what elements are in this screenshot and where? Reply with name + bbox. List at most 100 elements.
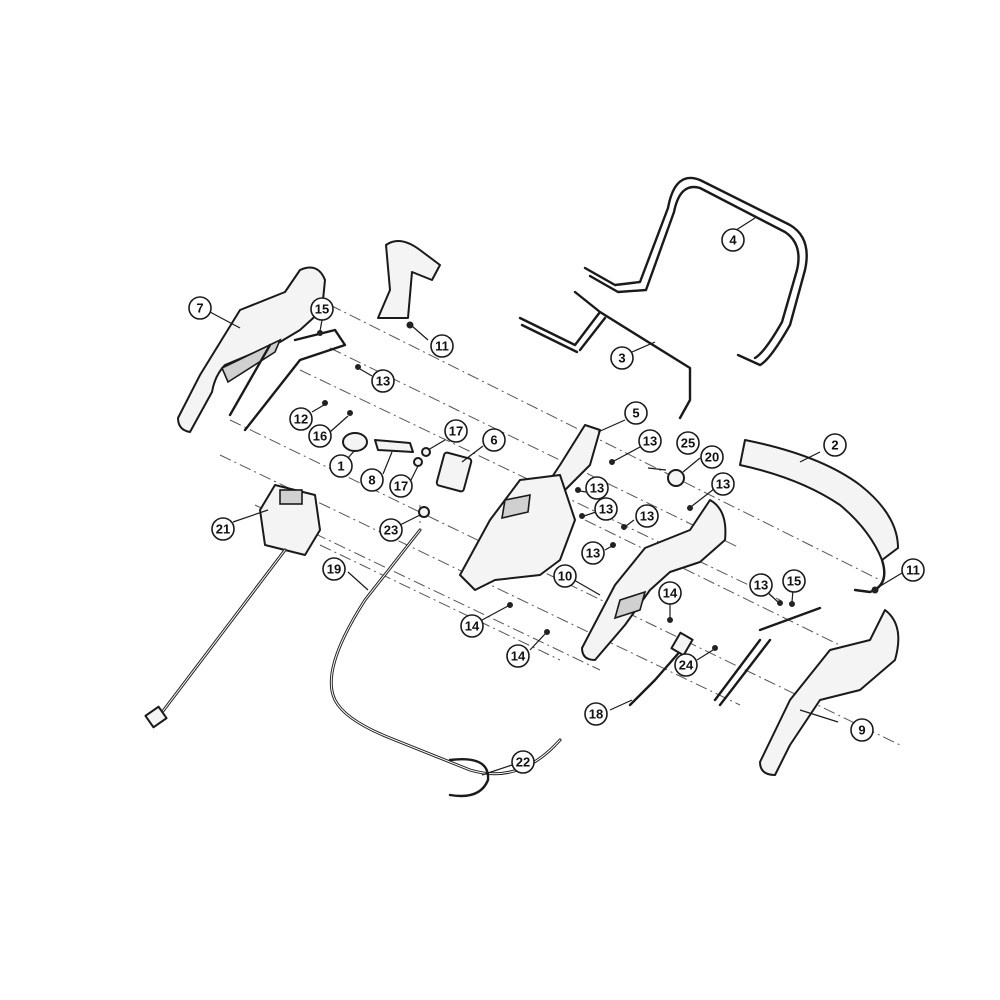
svg-text:13: 13: [590, 481, 604, 496]
callout: 9: [850, 718, 874, 742]
callout: 12: [289, 407, 313, 431]
svg-text:2: 2: [831, 438, 838, 453]
svg-text:22: 22: [516, 755, 530, 770]
callout: 24: [674, 653, 698, 677]
svg-text:18: 18: [589, 707, 603, 722]
callout: 17: [444, 419, 468, 443]
svg-text:5: 5: [632, 406, 639, 421]
callout: 15: [782, 569, 806, 593]
left-handle-cover: [177, 266, 326, 433]
svg-text:25: 25: [681, 436, 695, 451]
grip-end: [853, 558, 886, 594]
callout: 13: [638, 429, 662, 453]
callout: 18: [584, 702, 608, 726]
callout: 11: [901, 558, 925, 582]
svg-text:24: 24: [679, 658, 694, 673]
svg-text:12: 12: [294, 412, 308, 427]
svg-text:10: 10: [558, 569, 572, 584]
upper-handle-bar: [583, 176, 808, 367]
knob: [342, 432, 368, 452]
svg-text:14: 14: [663, 586, 678, 601]
left-bracket: [377, 240, 441, 319]
callout: 13: [581, 541, 605, 565]
washer-17b: [413, 457, 423, 467]
svg-text:7: 7: [196, 301, 203, 316]
callout: 13: [585, 476, 609, 500]
callout: 14: [506, 644, 530, 668]
callout: 20: [700, 445, 724, 469]
wire-harness-plug: [670, 631, 694, 657]
callout: 15: [310, 297, 334, 321]
svg-text:11: 11: [435, 339, 449, 354]
center-housing: [459, 474, 576, 591]
right-handle-cover: [581, 499, 727, 661]
svg-text:9: 9: [858, 723, 865, 738]
svg-text:17: 17: [449, 424, 463, 439]
callout: 3: [610, 346, 634, 370]
svg-text:23: 23: [384, 523, 398, 538]
control-bar-inner: [520, 316, 607, 354]
callout: 19: [322, 557, 346, 581]
svg-text:13: 13: [586, 546, 600, 561]
svg-text:17: 17: [394, 479, 408, 494]
screw-25: [647, 467, 667, 471]
shaft: [374, 439, 414, 453]
callout: 13: [594, 497, 618, 521]
callout: 23: [379, 518, 403, 542]
callout: 25: [676, 431, 700, 455]
callout: 2: [823, 433, 847, 457]
callout: 17: [389, 474, 413, 498]
svg-text:1: 1: [337, 459, 344, 474]
leader-lines: [209, 217, 903, 776]
control-bar: [518, 290, 692, 420]
right-lower-strut: [713, 606, 822, 707]
callout: 8: [360, 468, 384, 492]
switch-block: [435, 451, 473, 493]
callout: 16: [308, 424, 332, 448]
right-cover-label: [613, 590, 647, 620]
callout: 6: [482, 428, 506, 452]
svg-text:19: 19: [327, 562, 341, 577]
callout: 21: [211, 517, 235, 541]
control-unit: [259, 484, 321, 556]
callout: 5: [624, 401, 648, 425]
cable-clip: [448, 758, 490, 798]
callout: 4: [721, 228, 745, 252]
callout: 14: [658, 581, 682, 605]
callout: 13: [711, 472, 735, 496]
foam-grip: [739, 439, 899, 561]
svg-text:13: 13: [640, 509, 654, 524]
callout: 1: [329, 454, 353, 478]
svg-text:21: 21: [216, 522, 230, 537]
svg-text:6: 6: [490, 433, 497, 448]
svg-text:13: 13: [716, 477, 730, 492]
svg-text:14: 14: [465, 619, 480, 634]
svg-text:15: 15: [787, 574, 801, 589]
svg-text:3: 3: [618, 351, 625, 366]
spacer: [418, 506, 430, 518]
cable-connector: [144, 705, 168, 729]
svg-text:20: 20: [705, 450, 719, 465]
svg-text:11: 11: [906, 563, 920, 578]
svg-text:13: 13: [376, 374, 390, 389]
right-lower-handle: [759, 609, 900, 776]
svg-text:4: 4: [729, 233, 737, 248]
callout: 14: [460, 614, 484, 638]
callout: 7: [188, 296, 212, 320]
svg-text:13: 13: [754, 578, 768, 593]
control-unit-cable-core: [159, 549, 286, 716]
svg-text:15: 15: [315, 302, 329, 317]
callout: 22: [511, 750, 535, 774]
callout: 13: [635, 504, 659, 528]
upper-handle-bar-inner: [588, 185, 800, 360]
callout: 11: [430, 334, 454, 358]
svg-text:14: 14: [511, 649, 526, 664]
lever-part: [667, 469, 685, 487]
control-unit-top: [279, 489, 303, 505]
housing-window: [501, 493, 531, 520]
callout: 13: [749, 573, 773, 597]
svg-text:8: 8: [368, 473, 375, 488]
callout: 10: [553, 564, 577, 588]
svg-text:13: 13: [599, 502, 613, 517]
